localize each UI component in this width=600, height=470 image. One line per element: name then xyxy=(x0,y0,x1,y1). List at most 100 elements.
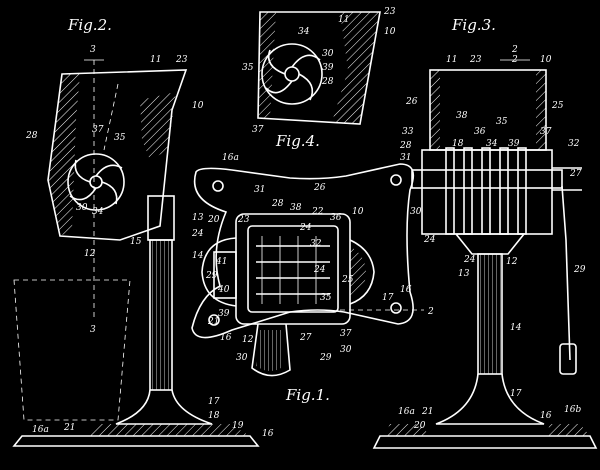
fig3-crank-arm xyxy=(561,185,571,361)
ref: 35 xyxy=(496,117,508,127)
figure-3: Fig.3. 2 11 23 2 10 26 xyxy=(372,16,598,449)
ref: 24 xyxy=(313,265,326,275)
fig3-shaft xyxy=(411,169,563,189)
ref: 11 xyxy=(150,55,161,65)
ref: 34 xyxy=(298,27,310,37)
ref: 13 xyxy=(458,269,470,279)
ref: 30 xyxy=(410,207,422,217)
ref: 25 xyxy=(551,101,564,111)
ref: 34 xyxy=(92,207,104,217)
ref: 11 xyxy=(446,55,457,65)
fig1-cutter-rows xyxy=(256,236,330,304)
rotor-shaft xyxy=(89,175,103,189)
fig3-crank-hub xyxy=(552,167,582,191)
figure-4: Fig.4. 34 11 23 10 35 30 39 28 37 xyxy=(242,7,396,150)
fig1-bolt-hole xyxy=(390,174,402,186)
ref: 16 xyxy=(262,429,274,439)
fig1-bolt-hole xyxy=(390,302,402,314)
ref: 33 xyxy=(402,127,414,137)
rotor-blades xyxy=(69,159,123,205)
ref: 23 xyxy=(237,215,250,225)
ref: 39 xyxy=(218,309,230,319)
fig4-shaft xyxy=(284,66,300,82)
ref: 20 xyxy=(207,215,220,225)
ref: 20 xyxy=(413,421,426,431)
base-hatch xyxy=(90,424,250,436)
ref: 37 xyxy=(252,125,264,135)
ref: 16 xyxy=(540,411,552,421)
fig4-blades xyxy=(265,49,321,101)
fig3-left-wall xyxy=(430,70,440,150)
ref: 37 xyxy=(540,127,552,137)
fig3-column-foot xyxy=(435,373,545,425)
hopper-hidden-line xyxy=(103,83,119,151)
column-post xyxy=(150,240,172,390)
ref: 28 xyxy=(25,131,38,141)
ref: 12 xyxy=(506,257,518,267)
ref: 18 xyxy=(208,411,220,421)
ref: 10 xyxy=(352,207,364,217)
fig4-label: Fig.4. xyxy=(275,132,320,150)
ref: 30 xyxy=(236,353,248,363)
ref: 26 xyxy=(405,97,418,107)
ref: 31 xyxy=(400,153,411,163)
ref: 36 xyxy=(474,127,486,137)
fig3-cutter-discs xyxy=(445,147,527,235)
ref: 21 xyxy=(207,317,219,327)
fig3-label: Fig.3. xyxy=(451,16,496,34)
ref: 31 xyxy=(254,185,265,195)
fig1-bolt-hole xyxy=(208,314,220,326)
ref: 22 xyxy=(311,207,324,217)
fig3-column-post xyxy=(478,254,502,374)
ref: 16b xyxy=(564,405,581,415)
ref: 14 xyxy=(510,323,522,333)
ref: 10 xyxy=(192,101,204,111)
fig1-gear-housing xyxy=(201,237,237,307)
base-plate xyxy=(12,435,260,447)
ref: 12 xyxy=(242,335,254,345)
section-mark-3-bottom: 3 xyxy=(90,325,96,335)
ref: 27 xyxy=(299,333,312,343)
ref: 23 xyxy=(469,55,482,65)
figure-1: 2 Fig.1. 16a 31 26 28 38 22 36 20 10 23 … xyxy=(191,153,434,404)
ref: 23 xyxy=(175,55,188,65)
ref: 26 xyxy=(313,183,326,193)
ref: 35 xyxy=(320,293,332,303)
fig1-right-clamp xyxy=(349,239,375,305)
fig1-gear xyxy=(213,251,237,299)
ref: 2 xyxy=(511,55,518,65)
ref: 23 xyxy=(383,7,396,17)
ref: 27 xyxy=(569,169,582,179)
clamp-hidden-outline xyxy=(13,279,131,421)
section-mark-2-right: 2 xyxy=(427,307,434,317)
ref: 16a xyxy=(32,425,49,435)
ref: 16 xyxy=(400,285,412,295)
fig1-clamp-hatch xyxy=(350,246,366,298)
fig2-label: Fig.2. xyxy=(67,16,112,34)
ref: 16a xyxy=(222,153,239,163)
ref: 24 xyxy=(299,223,312,233)
ref: 16 xyxy=(220,333,232,343)
ref: 30 xyxy=(340,345,352,355)
ref: 28 xyxy=(399,141,412,151)
ref: 35 xyxy=(242,63,254,73)
ref: 36 xyxy=(330,213,342,223)
ref: 11 xyxy=(338,15,349,25)
ref: 10 xyxy=(540,55,552,65)
fig4-left-hatch xyxy=(258,12,276,118)
ref: 19 xyxy=(232,421,244,431)
ref: 30 xyxy=(322,49,334,59)
ref: 18 xyxy=(452,139,464,149)
fig1-spout xyxy=(251,323,291,377)
fig1-housing xyxy=(235,213,351,325)
ref: 40 xyxy=(217,285,230,295)
ref: 12 xyxy=(84,249,96,259)
column-post-outline xyxy=(149,239,173,391)
ref: 29 xyxy=(205,271,218,281)
ref: 37 xyxy=(340,329,352,339)
ref: 17 xyxy=(382,293,394,303)
ref: 17 xyxy=(510,389,522,399)
ref: 41 xyxy=(215,257,227,267)
ref: 39 xyxy=(508,139,520,149)
